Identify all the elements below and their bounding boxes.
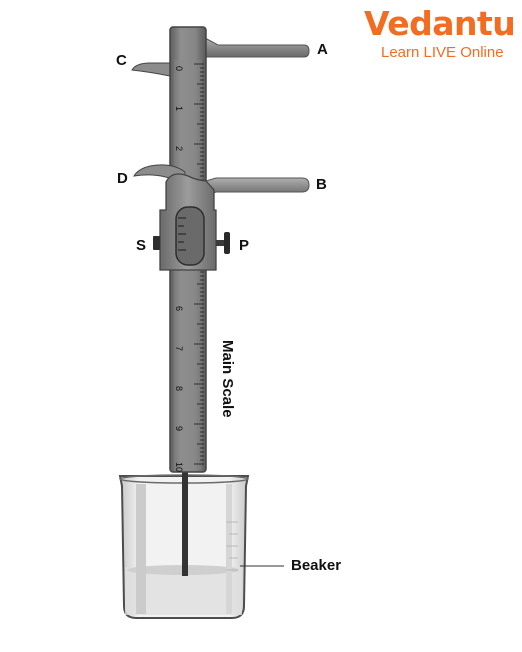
- lower-jaw-b: [205, 177, 310, 197]
- scale-number-7: 7: [174, 346, 184, 351]
- depth-rod: [182, 468, 188, 576]
- label-a: A: [317, 41, 328, 58]
- scale-number-8: 8: [174, 386, 184, 391]
- logo-tagline: Learn LIVE Online: [381, 44, 504, 61]
- label-c: C: [116, 52, 127, 69]
- scale-number-1: 1: [174, 106, 184, 111]
- label-s: S: [136, 237, 147, 254]
- label-b: B: [316, 176, 327, 193]
- label-d: D: [117, 170, 128, 187]
- vernier-window: [175, 206, 205, 266]
- scale-number-0: 0: [174, 66, 184, 71]
- vedantu-logo: Vedantu: [364, 4, 516, 43]
- screw-p: [216, 232, 230, 254]
- upper-jaw-a: [204, 37, 310, 58]
- label-beaker: Beaker: [291, 557, 342, 574]
- main-scale-label: Main Scale: [219, 340, 236, 418]
- upper-jaw-c: [131, 62, 171, 77]
- screw-s: [153, 236, 160, 250]
- label-p: P: [239, 237, 250, 254]
- vernier-window-ticks: [178, 217, 186, 251]
- scale-number-6: 6: [174, 306, 184, 311]
- scale-number-10: 10: [174, 462, 184, 472]
- scale-number-9: 9: [174, 426, 184, 431]
- scale-number-2: 2: [174, 146, 184, 151]
